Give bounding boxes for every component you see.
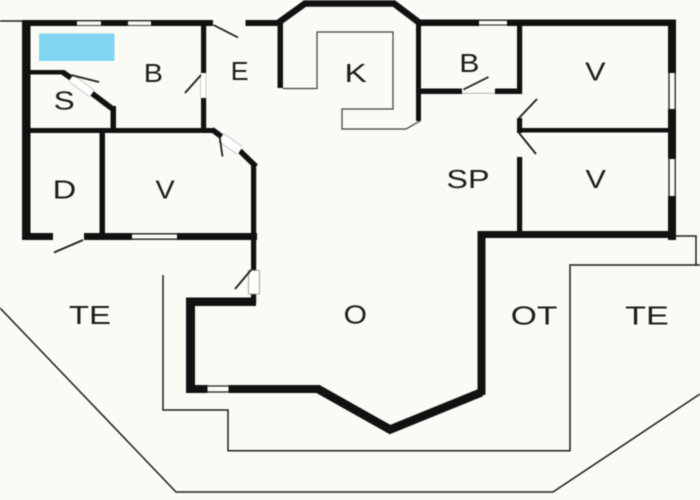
svg-text:V: V (586, 164, 607, 194)
svg-text:V: V (585, 56, 606, 86)
svg-text:O: O (344, 300, 367, 330)
svg-text:K: K (345, 58, 368, 88)
svg-text:TE: TE (69, 300, 111, 330)
svg-text:TE: TE (625, 300, 669, 330)
svg-text:V: V (156, 175, 176, 205)
svg-text:B: B (459, 48, 479, 78)
svg-text:B: B (144, 58, 163, 88)
svg-text:OT: OT (511, 301, 558, 331)
svg-text:E: E (231, 56, 249, 86)
svg-text:S: S (54, 85, 75, 115)
svg-text:D: D (53, 174, 77, 204)
svg-text:SP: SP (446, 164, 489, 194)
